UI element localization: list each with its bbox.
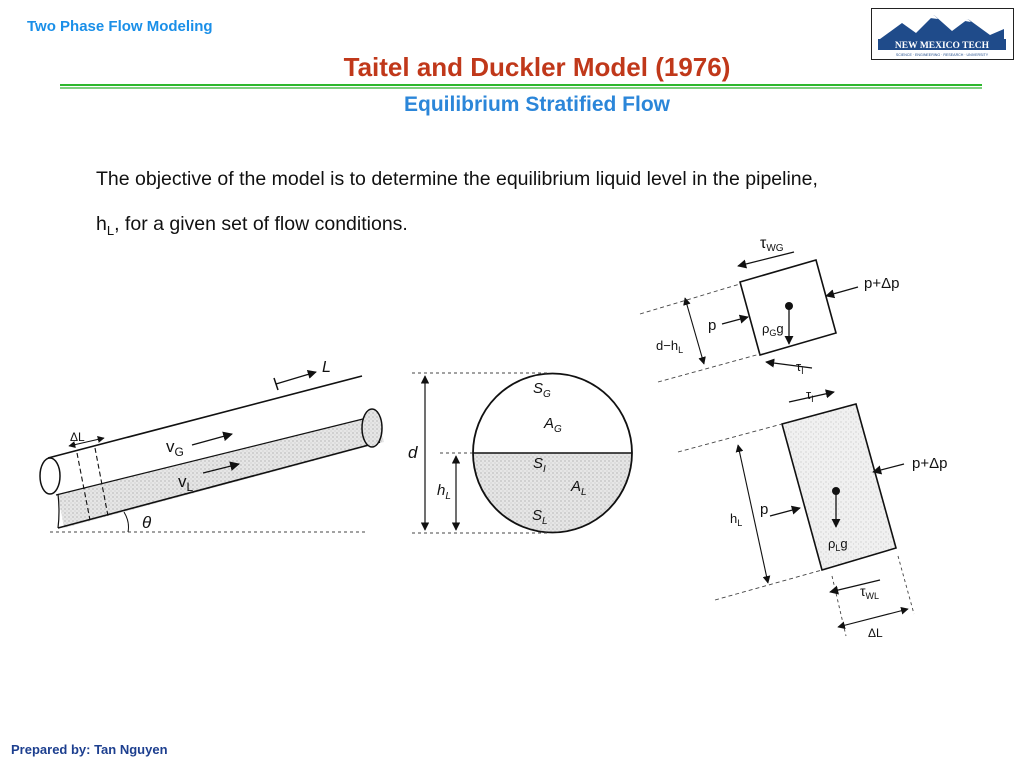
liquid-element-diagram: τI p+Δp p hL ρLg τWL ΔL [677, 387, 947, 640]
liquid-layer [58, 416, 384, 528]
gas-height-label: d−hL [656, 338, 683, 355]
liquid-perimeter-label: SL [532, 507, 548, 527]
liquid-interface-shear-label: τI [806, 387, 814, 404]
body-text-rest: , for a given set of flow conditions. [114, 213, 408, 235]
liquid-downstream-pressure-label: p+Δp [912, 455, 947, 472]
gas-wall-shear-label: τWG [760, 235, 784, 254]
liquid-wall-shear-label: τWL [860, 583, 879, 601]
prepared-by: Prepared by: Tan Nguyen [11, 742, 168, 757]
interface-perimeter-label: SI [533, 455, 546, 475]
pipe-end-right [361, 408, 383, 448]
liquid-delta-label: ΔL [868, 626, 883, 640]
pipe-length-label: L [322, 359, 331, 376]
liquid-velocity-label: vL [178, 472, 194, 494]
liquid-upstream-pressure-label: p [760, 501, 768, 518]
pipe-cross-section: d hL SG AG SI AL SL [408, 372, 633, 534]
title-divider [60, 84, 982, 89]
body-text-line-1: The objective of the model is to determi… [96, 168, 818, 190]
gas-element-diagram: τWG p+Δp p ρGg d−hL τI [639, 235, 899, 383]
gas-velocity-label: vG [166, 437, 184, 459]
hl-variable: h [96, 213, 107, 235]
gas-area-label: AG [543, 415, 562, 435]
liquid-height-label: hL [437, 482, 451, 502]
liquid-area-label: AL [570, 478, 587, 498]
inclined-pipe: L ΔL vG vL θ [39, 359, 384, 533]
liquid-height-label: hL [730, 511, 742, 528]
slide-title: Taitel and Duckler Model (1976) [343, 52, 731, 82]
gas-downstream-pressure-label: p+Δp [864, 275, 899, 292]
pipe-delta-label: ΔL [70, 430, 85, 444]
course-label: Two Phase Flow Modeling [27, 18, 213, 35]
logo-tagline: SCIENCE · ENGINEERING · RESEARCH · UNIVE… [896, 53, 989, 57]
liquid-gravity-label: ρLg [828, 536, 848, 553]
diameter-label: d [408, 443, 418, 462]
gas-gravity-label: ρGg [762, 321, 784, 338]
gas-interface-shear-label: τI [796, 359, 804, 376]
liquid-segment [473, 453, 632, 533]
university-logo: NEW MEXICO TECH SCIENCE · ENGINEERING · … [871, 8, 1014, 60]
mountain-logo-icon: NEW MEXICO TECH SCIENCE · ENGINEERING · … [878, 15, 1006, 57]
body-text-line-2: hL, for a given set of flow conditions. [96, 213, 408, 238]
gas-perimeter-label: SG [533, 380, 551, 400]
angle-label: θ [142, 513, 152, 532]
gas-upstream-pressure-label: p [708, 317, 716, 334]
slide-subtitle: Equilibrium Stratified Flow [403, 93, 670, 116]
hl-subscript: L [106, 222, 115, 238]
logo-name: NEW MEXICO TECH [895, 41, 990, 51]
pipe-end-left [39, 457, 61, 495]
